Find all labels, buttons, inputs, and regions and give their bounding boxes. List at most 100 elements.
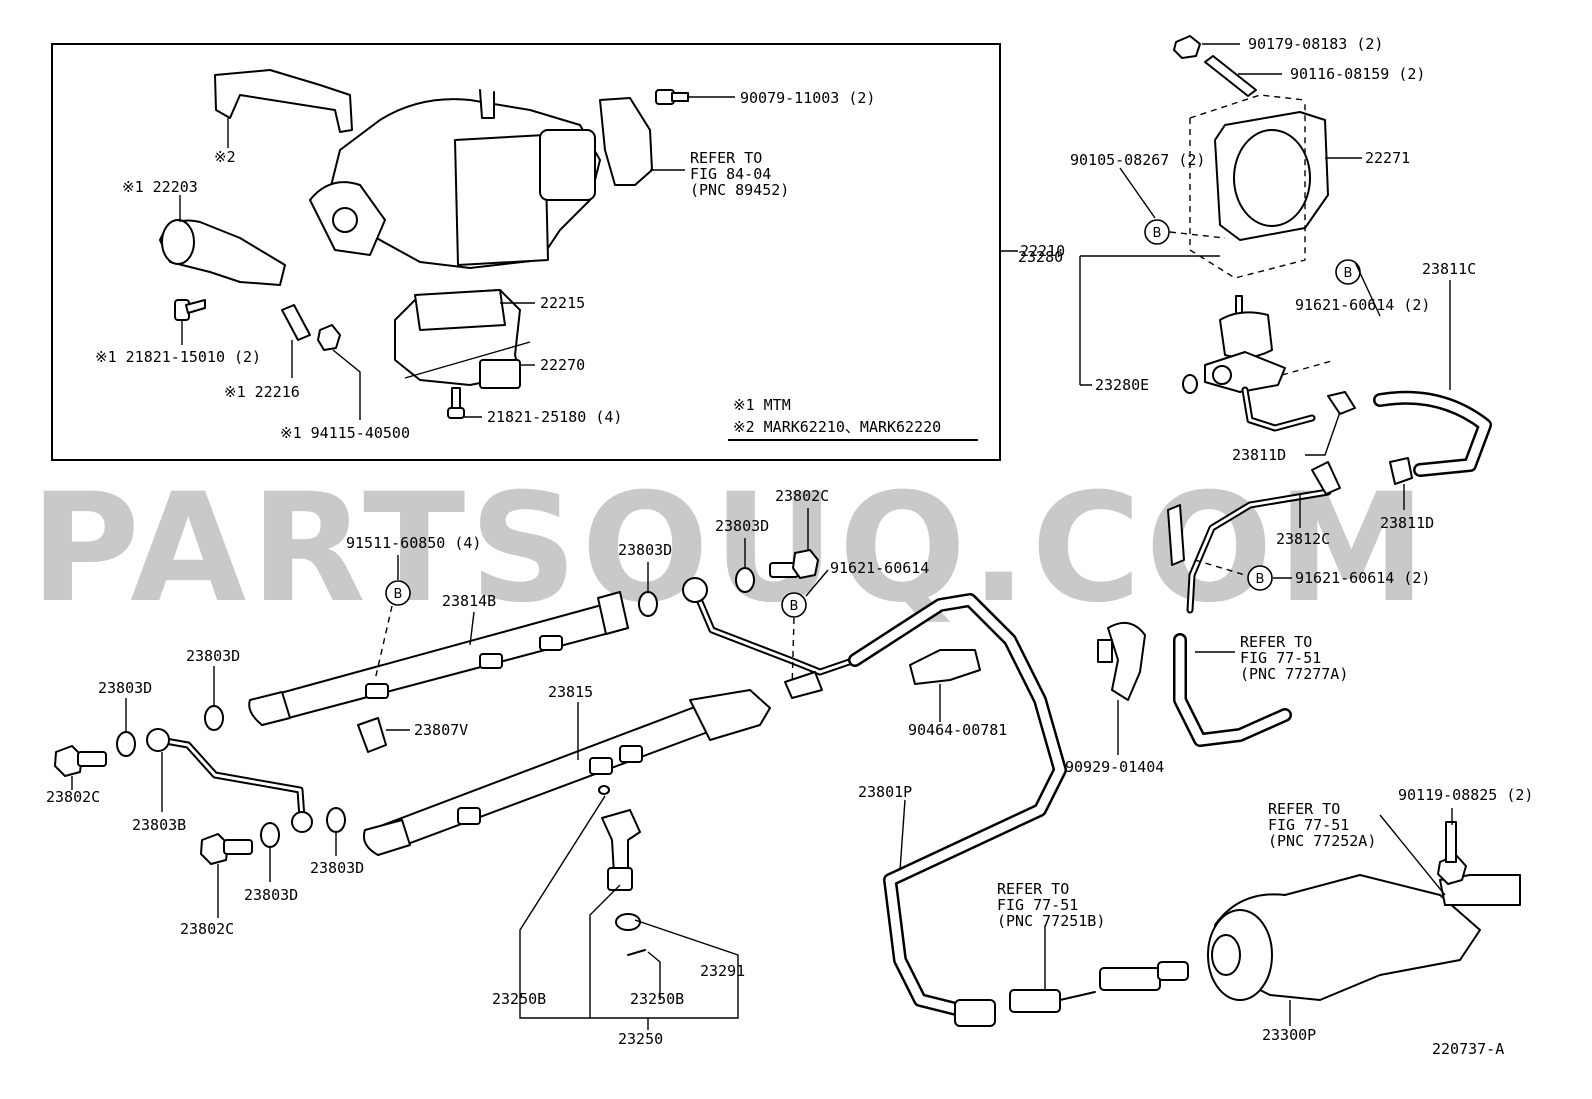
label-90119-08825: 90119-08825 (2) bbox=[1398, 786, 1533, 804]
label-91621-60614-b: 91621-60614 (2) bbox=[1295, 569, 1430, 587]
fuel-rail-23815[interactable] bbox=[362, 689, 771, 856]
union-bolt-23802c-bottom[interactable] bbox=[200, 833, 253, 865]
label-23802c-top: 23802C bbox=[775, 487, 829, 505]
dash-91511 bbox=[374, 605, 393, 681]
label-ref-77251b-line2: FIG 77-51 bbox=[997, 896, 1078, 914]
label-ref-77251b-line3: (PNC 77251B) bbox=[997, 912, 1105, 930]
label-94115-40500: ※1 94115-40500 bbox=[280, 424, 410, 442]
label-23801p: 23801P bbox=[858, 783, 912, 801]
label-23802c-bottom: 23802C bbox=[180, 920, 234, 938]
dash-90105 bbox=[1169, 231, 1226, 239]
label-23803d-l1: 23803D bbox=[186, 647, 240, 665]
label-22270: 22270 bbox=[540, 356, 585, 374]
union-bolt-23802c-left[interactable] bbox=[54, 745, 107, 777]
label-23803d-t1: 23803D bbox=[618, 541, 672, 559]
leader-23814b bbox=[469, 611, 475, 646]
dash-91621a bbox=[1281, 359, 1336, 376]
gasket-22271[interactable] bbox=[1214, 111, 1329, 241]
washer-23803d-t2[interactable] bbox=[735, 567, 755, 593]
label-22271: 22271 bbox=[1365, 149, 1410, 167]
watermark: PARTSOUQ.COM bbox=[30, 462, 1430, 636]
label-23814b: 23814B bbox=[442, 592, 496, 610]
banjo-fitting-top[interactable] bbox=[682, 577, 708, 603]
pressure-regulator[interactable] bbox=[1204, 295, 1286, 393]
o-ring-23280e[interactable] bbox=[1182, 374, 1198, 394]
svg-text:B: B bbox=[1344, 266, 1353, 281]
label-23812c: 23812C bbox=[1276, 530, 1330, 548]
washer-23803d-t1[interactable] bbox=[638, 591, 658, 617]
note-1: ※1 MTM bbox=[733, 396, 791, 414]
label-ref-8404-line3: (PNC 89452) bbox=[690, 181, 789, 199]
nut-94115[interactable] bbox=[317, 324, 341, 351]
washer-23803d-l1[interactable] bbox=[204, 705, 224, 731]
b-marker-91621b: B bbox=[1247, 565, 1273, 591]
union-bolt-23802c-top[interactable] bbox=[769, 549, 819, 579]
fuel-injector-23250[interactable] bbox=[598, 785, 646, 956]
label-ref-77277a-line2: FIG 77-51 bbox=[1240, 649, 1321, 667]
label-23811d-b: 23811D bbox=[1380, 514, 1434, 532]
bolt-90119[interactable] bbox=[1437, 821, 1467, 885]
washer-23803d-b1[interactable] bbox=[326, 807, 346, 833]
label-90079-11003: 90079-11003 (2) bbox=[740, 89, 875, 107]
screw-90079[interactable] bbox=[655, 89, 689, 105]
clip-23811d-lower[interactable] bbox=[1389, 457, 1413, 485]
fuel-filter-connector[interactable] bbox=[954, 961, 1189, 1027]
throttle-cover[interactable] bbox=[599, 97, 653, 186]
pipe-bracket-mid[interactable] bbox=[784, 671, 823, 699]
label-91621-60614-a: 91621-60614 (2) bbox=[1295, 296, 1430, 314]
label-90464-00781: 90464-00781 bbox=[908, 721, 1007, 739]
label-22210: 22210 bbox=[1020, 242, 1065, 260]
label-21821-25180: 21821-25180 (4) bbox=[487, 408, 622, 426]
stud-22216[interactable] bbox=[281, 304, 311, 341]
screw-21821-25180[interactable] bbox=[447, 387, 465, 419]
washer-23803d-l2[interactable] bbox=[116, 731, 136, 757]
label-22203: ※1 22203 bbox=[122, 178, 198, 196]
throttle-position-sensor[interactable] bbox=[159, 219, 286, 286]
pipe-bracket[interactable] bbox=[1167, 461, 1341, 566]
label-ref-77252a-line3: (PNC 77252A) bbox=[1268, 832, 1376, 850]
dash-91621b bbox=[1194, 559, 1246, 576]
isc-valve[interactable] bbox=[394, 289, 531, 389]
label-22216: ※1 22216 bbox=[224, 383, 300, 401]
label-23250b-2: 23250B bbox=[630, 990, 684, 1008]
fuel-filter-23300p[interactable] bbox=[1207, 874, 1521, 1001]
label-ref-8404-line1: REFER TO bbox=[690, 149, 762, 167]
screw-21821-15010[interactable] bbox=[174, 299, 206, 321]
leader-23250b-2 bbox=[647, 951, 661, 1000]
gasket-dash-outline bbox=[1189, 94, 1306, 279]
label-91511-60850: 91511-60850 (4) bbox=[346, 534, 481, 552]
label-22215: 22215 bbox=[540, 294, 585, 312]
fuel-rail-23814b[interactable] bbox=[248, 591, 629, 726]
label-ref-77277a-line3: (PNC 77277A) bbox=[1240, 665, 1348, 683]
label-23811c: 23811C bbox=[1422, 260, 1476, 278]
stud-90116[interactable] bbox=[1204, 55, 1257, 97]
svg-text:B: B bbox=[1256, 572, 1265, 587]
clip-23811d-upper[interactable] bbox=[1327, 391, 1356, 415]
label-23803d-b2: 23803D bbox=[244, 886, 298, 904]
label-21821-15010: ※1 21821-15010 (2) bbox=[95, 348, 261, 366]
washer-23803d-b2[interactable] bbox=[260, 822, 280, 848]
label-23803d-t2: 23803D bbox=[715, 517, 769, 535]
label-ref-77252a-line2: FIG 77-51 bbox=[1268, 816, 1349, 834]
label-23291: 23291 bbox=[700, 962, 745, 980]
label-23280e: 23280E bbox=[1095, 376, 1149, 394]
cap-nut-90179[interactable] bbox=[1173, 35, 1201, 59]
throttle-body[interactable] bbox=[309, 89, 601, 269]
b-marker-90105: B bbox=[1144, 219, 1170, 245]
throttle-bracket[interactable] bbox=[214, 69, 353, 133]
pulsation-damper-23807v[interactable] bbox=[357, 717, 387, 753]
label-23811d-a: 23811D bbox=[1232, 446, 1286, 464]
leader-94115 bbox=[332, 349, 361, 420]
leader-23280 bbox=[1079, 255, 1220, 386]
label-23802c-left: 23802C bbox=[46, 788, 100, 806]
banjo-23803b-right[interactable] bbox=[291, 811, 313, 833]
throttle-group-frame bbox=[51, 43, 1001, 461]
clamp-90929[interactable] bbox=[1097, 621, 1146, 701]
clip-90464[interactable] bbox=[909, 649, 981, 685]
leader-91621a bbox=[1354, 261, 1381, 317]
label-23280: 23280 bbox=[1018, 248, 1063, 266]
leader-91621c bbox=[805, 569, 829, 597]
banjo-23803b-left[interactable] bbox=[146, 728, 170, 752]
b-marker-91511: B bbox=[385, 580, 411, 606]
